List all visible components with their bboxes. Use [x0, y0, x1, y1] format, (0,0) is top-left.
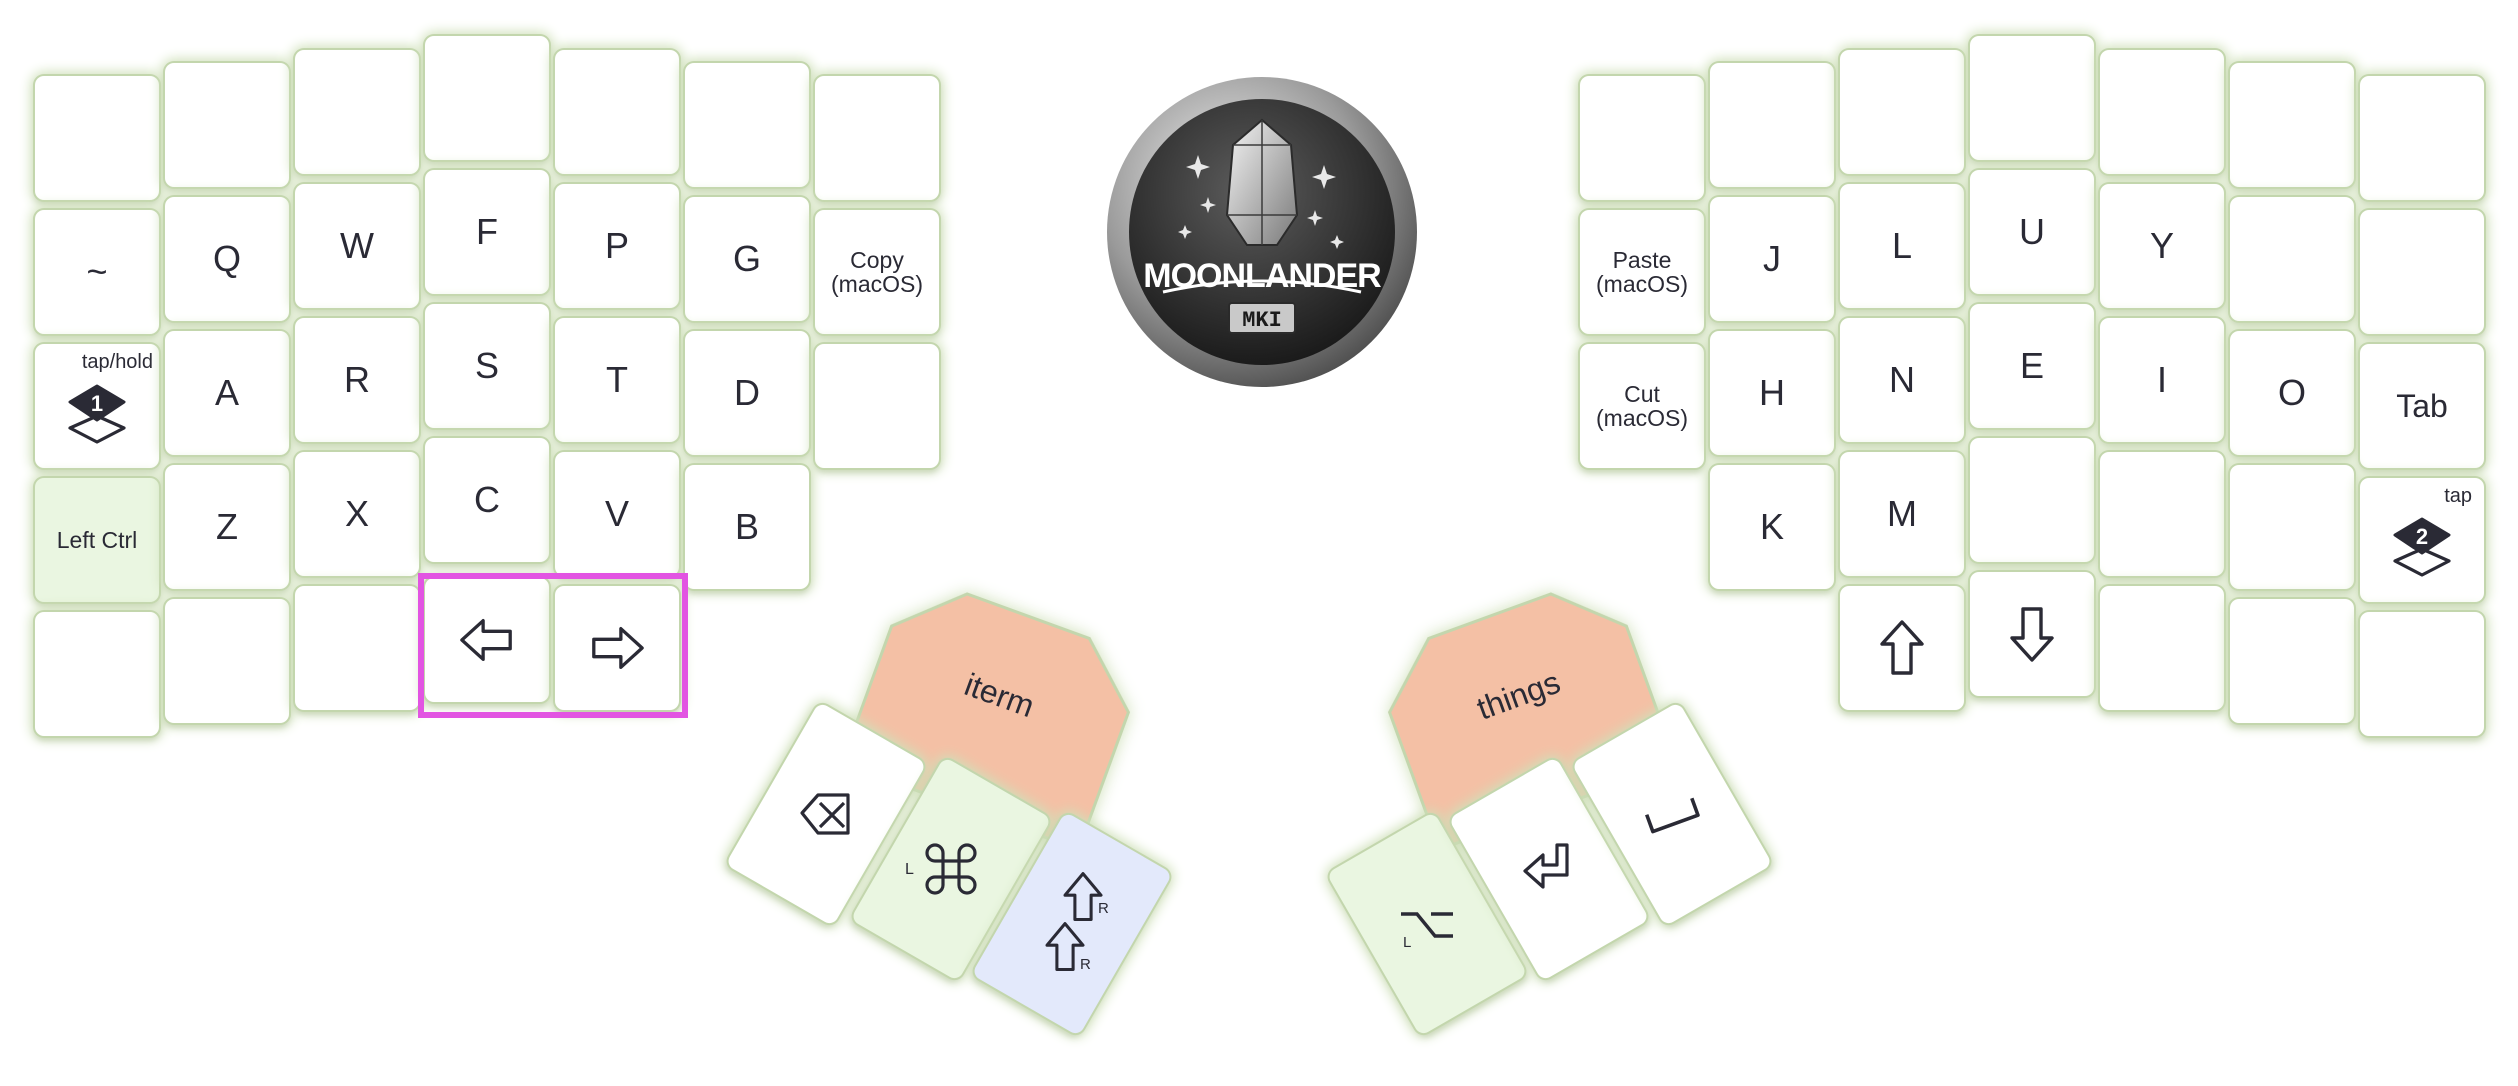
- key-right-r1c6[interactable]: [2230, 63, 2354, 187]
- layer-tag-label: tap: [2444, 485, 2472, 507]
- option-key-glyph: L: [1397, 904, 1457, 951]
- command-key-glyph: L: [905, 839, 981, 899]
- key-z[interactable]: Z: [165, 465, 289, 589]
- key-left-r1c1[interactable]: [35, 76, 159, 200]
- key-i[interactable]: I: [2100, 318, 2224, 442]
- key-right-r4c5[interactable]: [2100, 452, 2224, 576]
- key-left-r1c6[interactable]: [685, 63, 809, 187]
- key-u[interactable]: U: [1970, 170, 2094, 294]
- key-layer-2[interactable]: tap 2: [2360, 478, 2484, 602]
- key-left-r5c1[interactable]: [35, 612, 159, 736]
- key-right-r1c3[interactable]: [1840, 50, 1964, 174]
- key-right-r1c5[interactable]: [2100, 50, 2224, 174]
- key-y[interactable]: Y: [2100, 184, 2224, 308]
- key-copy-macos[interactable]: Copy (macOS): [815, 210, 939, 334]
- key-right-r2c6[interactable]: [2230, 197, 2354, 321]
- key-tilde[interactable]: ~: [35, 210, 159, 334]
- key-m[interactable]: M: [1840, 452, 1964, 576]
- key-right-r5c6[interactable]: [2230, 599, 2354, 723]
- selection-highlight: [418, 573, 688, 718]
- layer-tag-label: tap/hold: [81, 351, 153, 373]
- down-arrow-icon: [2007, 604, 2057, 664]
- key-left-r1c5[interactable]: [555, 50, 679, 174]
- key-e[interactable]: E: [1970, 304, 2094, 428]
- key-k[interactable]: K: [1710, 465, 1834, 589]
- key-s[interactable]: S: [425, 304, 549, 428]
- key-o[interactable]: O: [2230, 331, 2354, 455]
- key-w[interactable]: W: [295, 184, 419, 308]
- key-right-r4c6[interactable]: [2230, 465, 2354, 589]
- key-right-r5c7[interactable]: [2360, 612, 2484, 736]
- key-left-ctrl[interactable]: Left Ctrl: [35, 478, 159, 602]
- key-v[interactable]: V: [555, 452, 679, 576]
- key-tab[interactable]: Tab: [2360, 344, 2484, 468]
- key-right-r2c7[interactable]: [2360, 210, 2484, 334]
- space-icon: [1637, 785, 1707, 843]
- layer-number: 1: [90, 391, 104, 416]
- logo-edition: MKI: [1242, 308, 1282, 333]
- key-right-r1c1[interactable]: [1580, 76, 1704, 200]
- command-icon: [921, 839, 981, 899]
- key-left-r5c2[interactable]: [165, 599, 289, 723]
- key-left-r1c2[interactable]: [165, 63, 289, 187]
- key-left-r1c7[interactable]: [815, 76, 939, 200]
- key-left-r1c4[interactable]: [425, 36, 549, 160]
- key-right-r1c4[interactable]: [1970, 36, 2094, 160]
- escape-icon: [796, 789, 856, 839]
- moonlander-logo: MOONLANDER MKI: [1105, 75, 1419, 389]
- key-p[interactable]: P: [555, 184, 679, 308]
- key-a[interactable]: A: [165, 331, 289, 455]
- key-q[interactable]: Q: [165, 197, 289, 321]
- key-cut-macos[interactable]: Cut (macOS): [1580, 344, 1704, 468]
- layer-icon: 2: [2387, 515, 2457, 579]
- key-b[interactable]: B: [685, 465, 809, 589]
- up-arrow-icon: [1877, 618, 1927, 678]
- key-left-r5c3[interactable]: [295, 586, 419, 710]
- key-l[interactable]: L: [1840, 184, 1964, 308]
- key-f[interactable]: F: [425, 170, 549, 294]
- key-g[interactable]: G: [685, 197, 809, 321]
- key-left-r3c7[interactable]: [815, 344, 939, 468]
- enter-icon: [1519, 839, 1579, 899]
- key-left-r1c3[interactable]: [295, 50, 419, 174]
- key-d[interactable]: D: [685, 331, 809, 455]
- key-arrow-right[interactable]: [555, 586, 679, 710]
- key-r[interactable]: R: [295, 318, 419, 442]
- layer-icon: 1: [62, 382, 132, 446]
- key-h[interactable]: H: [1710, 331, 1834, 455]
- key-t[interactable]: T: [555, 318, 679, 442]
- key-right-r5c5[interactable]: [2100, 586, 2224, 710]
- key-layer-1[interactable]: tap/hold 1: [35, 344, 159, 468]
- key-arrow-left[interactable]: [425, 578, 549, 702]
- key-x[interactable]: X: [295, 452, 419, 576]
- key-right-r1c7[interactable]: [2360, 76, 2484, 200]
- key-j[interactable]: J: [1710, 197, 1834, 321]
- key-paste-macos[interactable]: Paste (macOS): [1580, 210, 1704, 334]
- key-n[interactable]: N: [1840, 318, 1964, 442]
- key-arrow-up[interactable]: [1840, 586, 1964, 710]
- key-right-r1c2[interactable]: [1710, 63, 1834, 187]
- key-c[interactable]: C: [425, 438, 549, 562]
- shift-key-glyph: R R: [1042, 870, 1109, 978]
- layer-number: 2: [2415, 524, 2429, 549]
- key-right-r4c4[interactable]: [1970, 438, 2094, 562]
- key-arrow-down[interactable]: [1970, 572, 2094, 696]
